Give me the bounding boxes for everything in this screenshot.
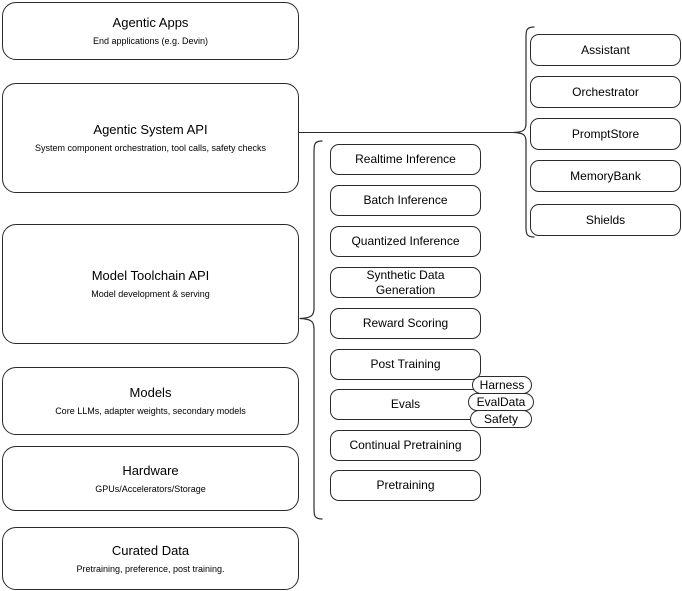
component-label: Pretraining — [376, 478, 435, 492]
evals-subcomponent-safety[interactable]: Safety — [470, 410, 532, 428]
component-label: Post Training — [370, 357, 441, 371]
component-promptstore[interactable]: PromptStore — [530, 118, 681, 150]
component-assistant[interactable]: Assistant — [530, 34, 681, 66]
component-label: Continual Pretraining — [349, 438, 462, 452]
layer-title: Model Toolchain API — [91, 268, 210, 283]
component-label: PromptStore — [571, 126, 640, 141]
layer-subtitle: GPUs/Accelerators/Storage — [95, 483, 206, 494]
layer-subtitle: End applications (e.g. Devin) — [92, 36, 209, 46]
component-label: Shields — [585, 212, 626, 227]
brace-system-components — [513, 26, 535, 238]
component-quantized-inference[interactable]: Quantized Inference — [330, 226, 481, 257]
layer-title: Curated Data — [111, 542, 190, 558]
layer-model-toolchain-api[interactable]: Model Toolchain API Model development & … — [2, 224, 299, 344]
layer-agentic-apps[interactable]: Agentic Apps End applications (e.g. Devi… — [2, 2, 299, 60]
component-label: Evals — [390, 397, 421, 411]
layer-title: Agentic Apps — [112, 15, 189, 30]
evals-subcomponent-harness[interactable]: Harness — [472, 376, 532, 394]
component-label: Orchestrator — [572, 84, 639, 99]
component-memorybank[interactable]: MemoryBank — [530, 160, 681, 192]
component-shields[interactable]: Shields — [530, 204, 681, 236]
component-label: MemoryBank — [570, 168, 641, 183]
layer-title: Models — [129, 385, 172, 400]
component-evals[interactable]: Evals — [330, 389, 481, 420]
layer-hardware[interactable]: Hardware GPUs/Accelerators/Storage — [2, 446, 299, 511]
component-orchestrator[interactable]: Orchestrator — [530, 76, 681, 108]
evals-subcomponent-label: Harness — [479, 378, 525, 392]
connector-system-api-to-components — [299, 132, 518, 133]
component-batch-inference[interactable]: Batch Inference — [330, 185, 481, 216]
component-post-training[interactable]: Post Training — [330, 349, 481, 380]
component-label: Synthetic Data Generation — [366, 267, 445, 297]
component-label: Realtime Inference — [355, 152, 456, 166]
evals-subcomponent-evaldata[interactable]: EvalData — [468, 393, 534, 411]
component-realtime-inference[interactable]: Realtime Inference — [330, 144, 481, 175]
layer-subtitle: Model development & serving — [91, 289, 210, 299]
layer-title: Hardware — [122, 462, 179, 478]
layer-subtitle: System component orchestration, tool cal… — [34, 143, 267, 153]
component-label: Batch Inference — [363, 193, 448, 207]
layer-title: Agentic System API — [93, 122, 208, 137]
layer-models[interactable]: Models Core LLMs, adapter weights, secon… — [2, 367, 299, 435]
component-label: Reward Scoring — [362, 316, 449, 330]
layer-curated-data[interactable]: Curated Data Pretraining, preference, po… — [2, 527, 299, 590]
component-label: Assistant — [581, 42, 630, 57]
component-label: Quantized Inference — [351, 234, 460, 248]
component-reward-scoring[interactable]: Reward Scoring — [330, 308, 481, 339]
layer-subtitle: Core LLMs, adapter weights, secondary mo… — [55, 406, 246, 416]
evals-subcomponent-label: EvalData — [476, 395, 526, 409]
brace-toolchain-components — [299, 140, 323, 520]
layer-agentic-system-api[interactable]: Agentic System API System component orch… — [2, 83, 299, 193]
component-continual-pretraining[interactable]: Continual Pretraining — [330, 430, 481, 461]
layer-subtitle: Pretraining, preference, post training. — [76, 563, 225, 574]
component-pretraining[interactable]: Pretraining — [330, 470, 481, 501]
evals-subcomponent-label: Safety — [483, 412, 519, 426]
component-synthetic-data-generation[interactable]: Synthetic Data Generation — [330, 267, 481, 298]
